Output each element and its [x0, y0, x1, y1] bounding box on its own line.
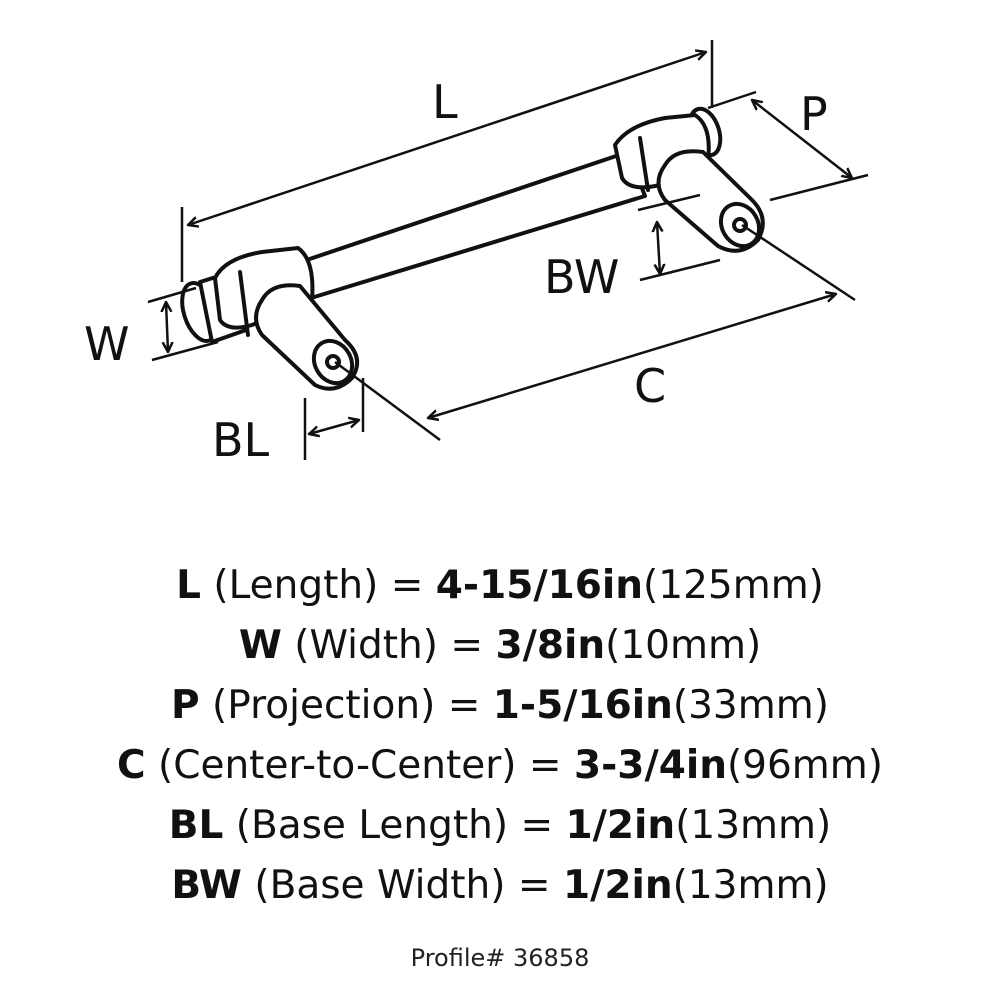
width-label: W [84, 317, 129, 371]
base-length-dimension-line [309, 420, 359, 434]
spec-imperial-value: 1/2in [562, 863, 673, 908]
spec-code: W [238, 623, 282, 668]
spec-metric-value: (96mm) [726, 743, 884, 788]
spec-line-center-to-center: C (Center-to-Center) = 3-3/4in(96mm) [0, 736, 1000, 796]
spec-code: C [116, 743, 146, 788]
dimension-spec-list: L (Length) = 4-15/16in(125mm) W (Width) … [0, 556, 1000, 916]
spec-description: (Base Width) = [254, 863, 551, 908]
spec-imperial-value: 1/2in [565, 803, 676, 848]
spec-metric-value: (10mm) [605, 623, 762, 668]
spec-code: L [176, 563, 201, 608]
center-to-center-label: C [634, 359, 666, 413]
spec-code: BL [168, 803, 224, 848]
spec-line-width: W (Width) = 3/8in(10mm) [0, 616, 1000, 676]
spec-line-length: L (Length) = 4-15/16in(125mm) [0, 556, 1000, 616]
cabinet-pull-illustration [180, 106, 765, 391]
length-dimension-line [188, 52, 706, 225]
spec-metric-value: (125mm) [643, 563, 824, 608]
spec-line-base-length: BL (Base Length) = 1/2in(13mm) [0, 796, 1000, 856]
width-dimension-line [166, 302, 168, 352]
projection-dimension-line [752, 100, 852, 178]
spec-line-projection: P (Projection) = 1-5/16in(33mm) [0, 676, 1000, 736]
projection-label: P [800, 87, 828, 141]
spec-imperial-value: 1-5/16in [492, 683, 673, 728]
handle-dimension-drawing: L P W BW C BL [84, 40, 869, 467]
base-length-label: BL [212, 413, 270, 467]
length-label: L [432, 75, 458, 129]
spec-line-base-width: BW (Base Width) = 1/2in(13mm) [0, 856, 1000, 916]
spec-description: (Length) = [213, 563, 424, 608]
dimension-lines [147, 40, 869, 460]
spec-imperial-value: 4-15/16in [435, 563, 644, 608]
spec-description: (Projection) = [212, 683, 481, 728]
spec-metric-value: (13mm) [675, 803, 832, 848]
spec-imperial-value: 3-3/4in [573, 743, 727, 788]
left-screw-hole [325, 354, 341, 370]
spec-metric-value: (13mm) [672, 863, 829, 908]
spec-imperial-value: 3/8in [495, 623, 606, 668]
base-width-label: BW [544, 250, 619, 304]
spec-description: (Center-to-Center) = [158, 743, 562, 788]
spec-metric-value: (33mm) [672, 683, 829, 728]
center-dimension-line [428, 294, 836, 418]
spec-description: (Width) = [294, 623, 484, 668]
spec-description: (Base Length) = [235, 803, 554, 848]
base-width-dimension-line [657, 222, 660, 274]
profile-number: Profile# 36858 [410, 944, 590, 972]
right-screw-hole [732, 217, 748, 233]
spec-code: BW [171, 863, 242, 908]
spec-code: P [171, 683, 200, 728]
